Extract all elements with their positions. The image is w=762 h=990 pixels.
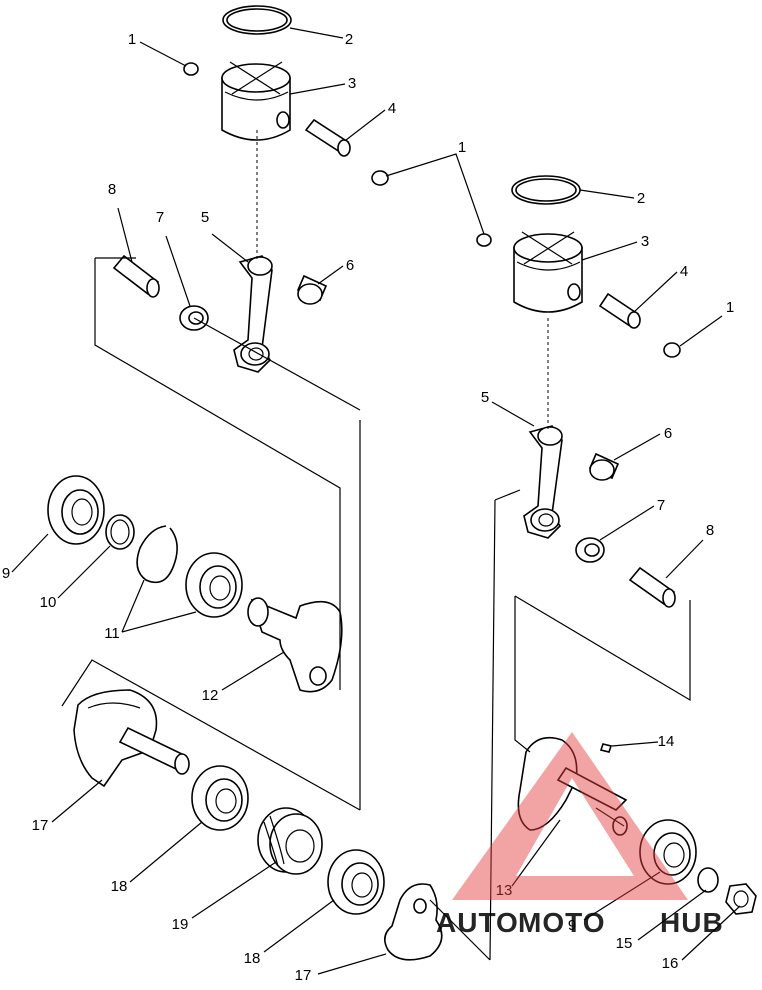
piston-right xyxy=(513,231,583,313)
crankshaft-right-group xyxy=(517,736,757,915)
crank-half-17-right xyxy=(384,883,443,961)
circlip-left-b xyxy=(371,170,389,186)
circlip-right-b xyxy=(663,342,681,358)
callout-number: 4 xyxy=(680,263,688,280)
main-bearing-18-upper xyxy=(191,765,249,831)
left-piston-assembly xyxy=(112,5,389,373)
callout-number: 11 xyxy=(104,625,120,642)
crank-shaft-17-left xyxy=(118,726,190,775)
leader-lines xyxy=(11,27,741,975)
assembly-lines xyxy=(61,130,691,961)
callout-number: 1 xyxy=(458,139,466,156)
piston-pin-left xyxy=(304,118,351,157)
automotohub-watermark: AUTO MOTO HUB xyxy=(436,732,724,938)
callout-number: 14 xyxy=(658,733,675,750)
watermark-text-moto: MOTO xyxy=(518,907,605,938)
callout-number: 17 xyxy=(32,817,49,834)
callout-number: 5 xyxy=(201,209,209,226)
callout-number: 6 xyxy=(664,425,672,442)
callout-number: 17 xyxy=(295,967,312,984)
callout-number: 18 xyxy=(244,950,261,967)
main-bearing-9-right xyxy=(639,819,697,885)
crank-half-13 xyxy=(517,736,628,836)
watermark-text-hub: HUB xyxy=(660,907,724,938)
needle-bearing-left-small xyxy=(296,274,328,305)
crank-half-12 xyxy=(247,597,343,693)
callout-number: 7 xyxy=(156,209,164,226)
callout-number: 19 xyxy=(172,916,189,933)
right-piston-assembly xyxy=(476,175,681,608)
washer-15 xyxy=(697,867,719,893)
needle-bearing-right-large xyxy=(575,537,605,563)
circlip-right-a xyxy=(476,233,492,247)
callout-number: 7 xyxy=(657,497,665,514)
piston-ring-right-inner xyxy=(515,178,577,202)
callout-number: 2 xyxy=(345,31,353,48)
watermark-text-auto: AUTO xyxy=(436,907,519,938)
main-bearing-9-left xyxy=(47,475,105,545)
connecting-rod-right xyxy=(523,425,563,539)
callout-number: 9 xyxy=(2,565,10,582)
woodruff-key-14 xyxy=(599,743,613,753)
callout-number: 1 xyxy=(128,31,136,48)
callout-number: 18 xyxy=(111,878,128,895)
circlip-left-a xyxy=(183,62,199,76)
callout-number: 8 xyxy=(108,181,116,198)
needle-bearing-right-small xyxy=(588,452,620,481)
piston-ring-left-inner xyxy=(226,8,288,32)
callout-number: 1 xyxy=(726,299,734,316)
piston-left xyxy=(221,61,291,141)
callout-number: 3 xyxy=(348,75,356,92)
crankshaft-lower-group xyxy=(73,689,443,961)
callout-number: 15 xyxy=(616,935,633,952)
callout-number: 9 xyxy=(568,917,576,934)
callout-number: 5 xyxy=(481,389,489,406)
callout-number: 4 xyxy=(388,100,396,117)
nut-16 xyxy=(725,883,757,915)
callout-number: 10 xyxy=(40,594,57,611)
piston-pin-right xyxy=(598,292,641,329)
labyrinth-seal-19 xyxy=(257,807,323,875)
callout-number: 2 xyxy=(637,190,645,207)
connecting-rod-left xyxy=(233,255,273,373)
callout-number: 8 xyxy=(706,522,714,539)
snap-ring-11 xyxy=(136,525,178,584)
callout-number: 6 xyxy=(346,257,354,274)
callout-number: 3 xyxy=(641,233,649,250)
crank-pin-left xyxy=(112,254,160,298)
callout-labels: 1234187562341567891011121718191817131491… xyxy=(2,31,734,984)
crankshaft-left-group xyxy=(47,475,343,693)
main-bearing-18-lower xyxy=(327,849,385,915)
crank-half-17-left xyxy=(73,689,158,788)
main-bearing-11 xyxy=(185,552,243,618)
callout-number: 12 xyxy=(202,687,219,704)
callout-number: 13 xyxy=(496,882,513,899)
watermark-triangle-logo xyxy=(452,732,688,900)
crank-pin-right xyxy=(628,566,676,608)
callout-number: 16 xyxy=(662,955,679,972)
